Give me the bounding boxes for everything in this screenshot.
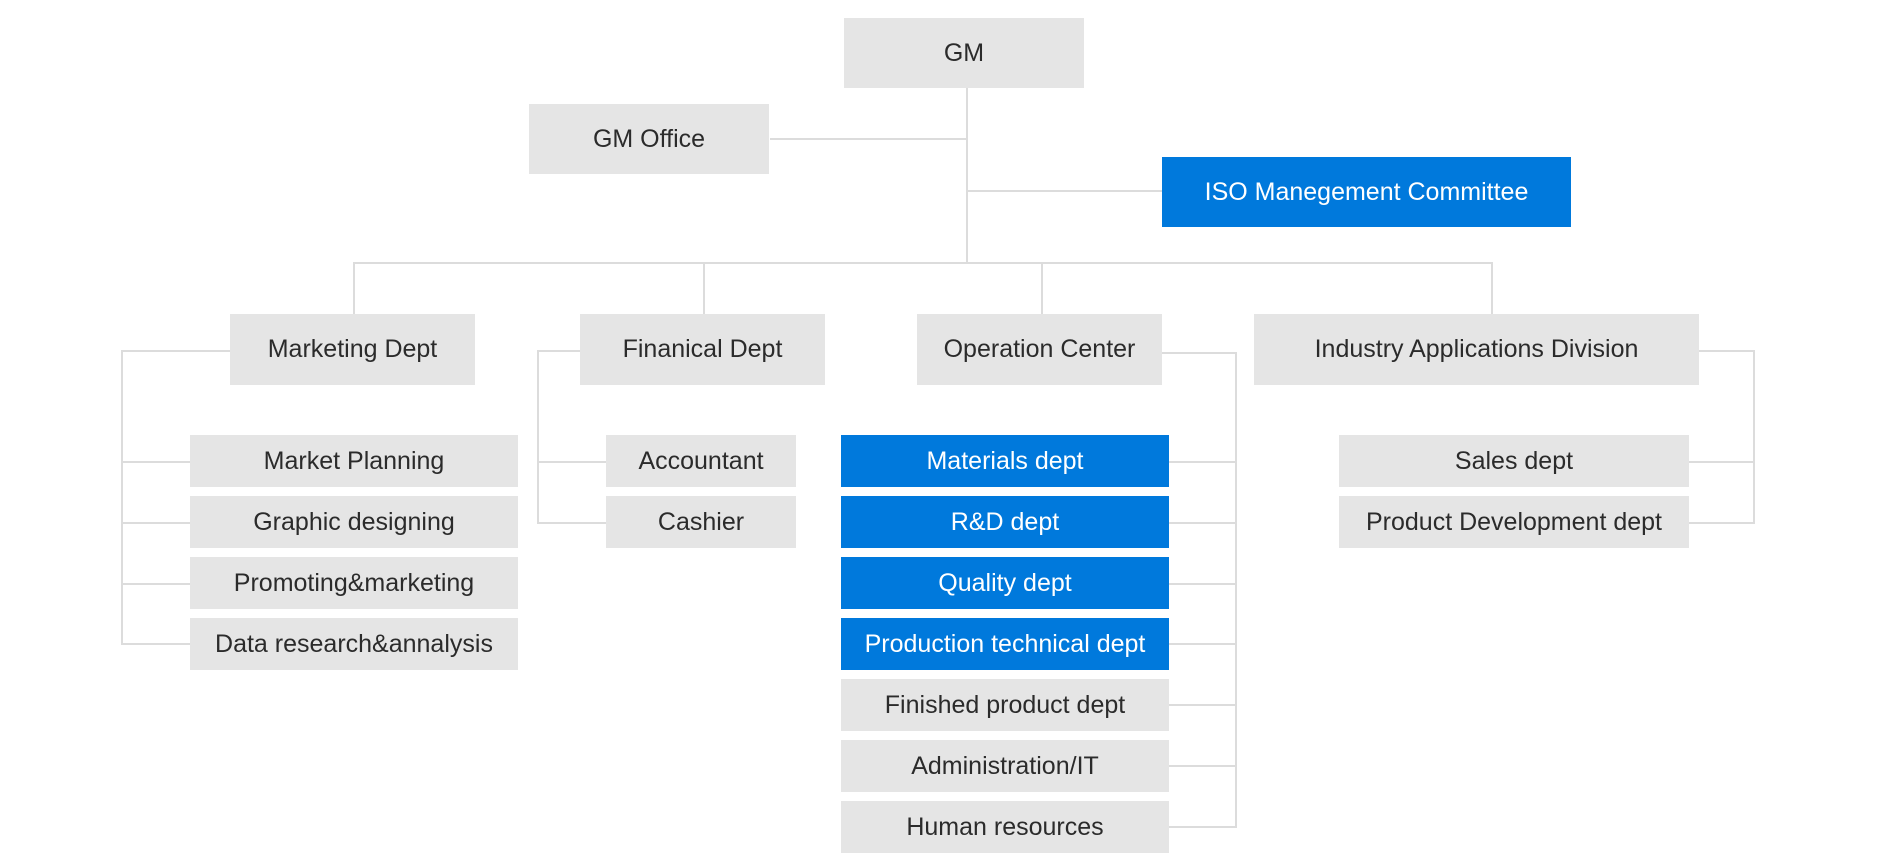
node-rd-dept[interactable]: R&D dept	[841, 496, 1169, 548]
node-cashier[interactable]: Cashier	[606, 496, 796, 548]
connector-iso	[966, 190, 1163, 192]
node-administration-it[interactable]: Administration/IT	[841, 740, 1169, 792]
node-promoting-marketing[interactable]: Promoting&marketing	[190, 557, 518, 609]
connector-financial-child	[537, 461, 607, 463]
connector-industry-rail	[1753, 350, 1755, 524]
node-accountant[interactable]: Accountant	[606, 435, 796, 487]
connector-gm-office	[770, 138, 968, 140]
connector-industry-child	[1688, 522, 1755, 524]
connector-marketing-top	[121, 350, 231, 352]
node-operation-center[interactable]: Operation Center	[917, 314, 1162, 385]
connector-operation-child	[1167, 583, 1237, 585]
node-market-planning[interactable]: Market Planning	[190, 435, 518, 487]
connector-marketing-child	[121, 461, 191, 463]
node-gm[interactable]: GM	[844, 18, 1084, 88]
node-graphic-designing[interactable]: Graphic designing	[190, 496, 518, 548]
node-quality-dept[interactable]: Quality dept	[841, 557, 1169, 609]
connector-financial-child	[537, 522, 607, 524]
connector-operation-drop	[1041, 262, 1043, 315]
connector-operation-child	[1167, 522, 1237, 524]
connector-financial-drop	[703, 262, 705, 315]
node-gm-office[interactable]: GM Office	[529, 104, 769, 174]
node-production-technical-dept[interactable]: Production technical dept	[841, 618, 1169, 670]
node-data-research[interactable]: Data research&annalysis	[190, 618, 518, 670]
connector-marketing-child	[121, 643, 191, 645]
connector-marketing-child	[121, 522, 191, 524]
connector-operation-child	[1167, 826, 1237, 828]
node-marketing-dept[interactable]: Marketing Dept	[230, 314, 475, 385]
connector-financial-rail	[537, 350, 539, 524]
connector-operation-child	[1167, 704, 1237, 706]
node-financial-dept[interactable]: Finanical Dept	[580, 314, 825, 385]
connector-marketing-drop	[353, 262, 355, 315]
connector-industry-drop	[1491, 262, 1493, 315]
node-finished-product-dept[interactable]: Finished product dept	[841, 679, 1169, 731]
connector-financial-top	[537, 350, 581, 352]
node-iso-committee[interactable]: ISO Manegement Committee	[1162, 157, 1571, 227]
connector-operation-child	[1167, 765, 1237, 767]
connector-dept-bus	[353, 262, 1493, 264]
node-product-development-dept[interactable]: Product Development dept	[1339, 496, 1689, 548]
connector-industry-top	[1699, 350, 1755, 352]
connector-operation-child	[1167, 461, 1237, 463]
node-industry-division[interactable]: Industry Applications Division	[1254, 314, 1699, 385]
connector-operation-child	[1167, 643, 1237, 645]
node-human-resources[interactable]: Human resources	[841, 801, 1169, 853]
connector-marketing-child	[121, 583, 191, 585]
node-sales-dept[interactable]: Sales dept	[1339, 435, 1689, 487]
connector-marketing-rail	[121, 350, 123, 645]
connector-industry-child	[1688, 461, 1755, 463]
connector-operation-rail	[1235, 352, 1237, 828]
connector-operation-top	[1161, 352, 1237, 354]
node-materials-dept[interactable]: Materials dept	[841, 435, 1169, 487]
connector-gm-trunk	[966, 88, 968, 264]
